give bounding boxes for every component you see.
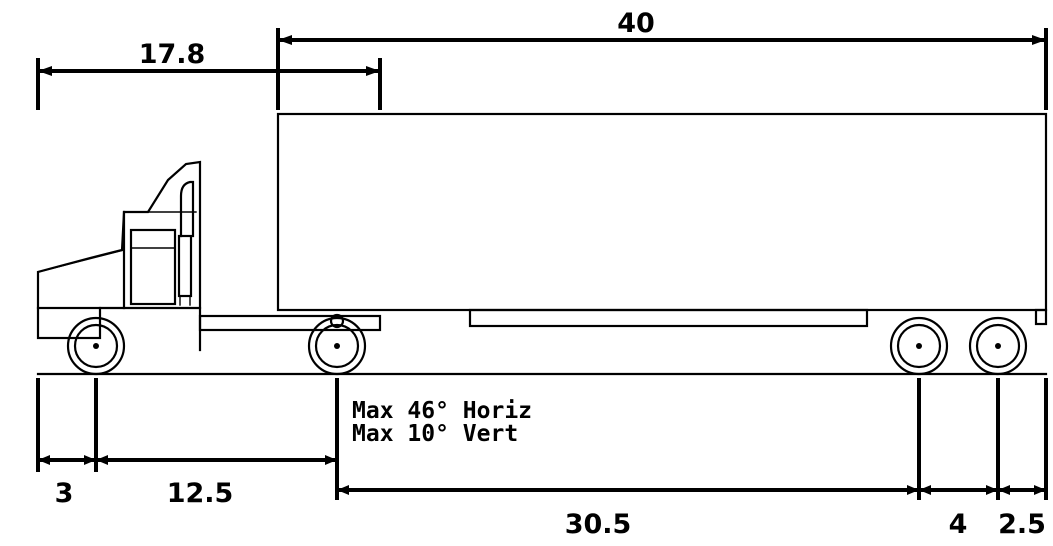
- kingpin-icon: [329, 313, 345, 329]
- wheel-trailer-front: [889, 316, 949, 376]
- cab-door: [129, 228, 177, 306]
- dim-arrow-40-right: [1032, 35, 1046, 45]
- trailer-box: [276, 112, 1048, 312]
- wheel-front: [66, 316, 126, 376]
- dim-label-2-5: 2.5: [998, 509, 1046, 540]
- dimension-kingpin-offset: 17.8: [36, 39, 382, 110]
- articulation-note-vertical: Max 10° Vert: [352, 421, 518, 447]
- dim-label-4: 4: [949, 509, 968, 540]
- dim-label-17-8: 17.8: [139, 39, 206, 70]
- trailer-rear-bumper: [1034, 308, 1048, 326]
- front-bumper: [36, 306, 102, 340]
- dim-arrow-17-8-left: [38, 66, 52, 76]
- articulation-note-horizontal: Max 46° Horiz: [352, 398, 532, 424]
- trailer: [276, 112, 1048, 328]
- dim-label-30-5: 30.5: [565, 509, 632, 540]
- dim-label-3: 3: [55, 478, 74, 509]
- dimension-trailer-length: 40: [276, 8, 1048, 110]
- wheel-trailer-rear: [968, 316, 1028, 376]
- trailer-underframe: [468, 308, 869, 328]
- hood-line: [37, 249, 125, 273]
- dim-label-12-5: 12.5: [167, 478, 234, 509]
- dim-arrow-40-left: [278, 35, 292, 45]
- bottom-dimension-ticks: [36, 378, 1048, 500]
- dimension-tractor-row: 3 12.5: [36, 455, 339, 509]
- exhaust-stack: [177, 234, 193, 298]
- tractor: [36, 160, 382, 352]
- dim-label-40: 40: [617, 8, 655, 39]
- exhaust-pipe: [179, 180, 195, 238]
- dimension-trailer-row: 30.5 4 2.5: [335, 485, 1048, 540]
- dim-arrow-17-8-right: [366, 66, 380, 76]
